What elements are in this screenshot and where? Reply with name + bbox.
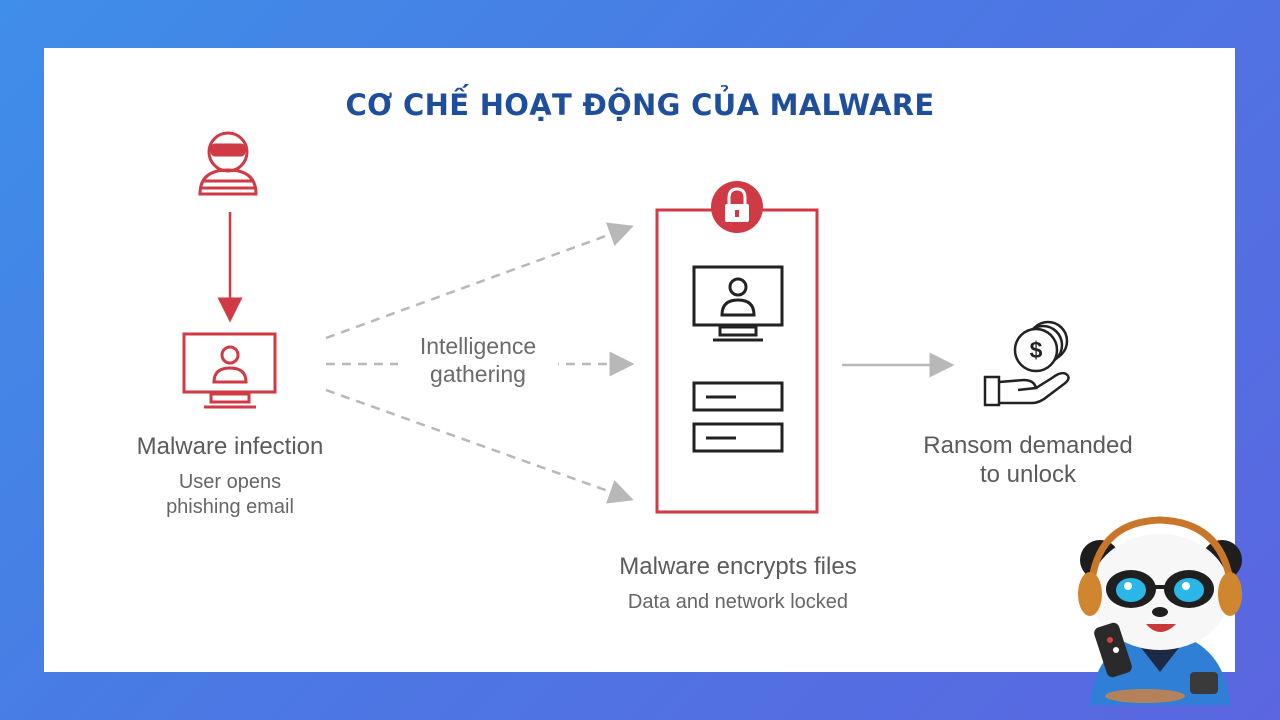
ransom-label-line1: Ransom demanded	[923, 432, 1133, 459]
file-icon	[692, 422, 784, 453]
coins-icon	[1013, 320, 1069, 373]
encrypt-title: Malware encrypts files	[619, 553, 857, 580]
hacker-icon	[198, 131, 258, 196]
infected-computer-icon	[182, 332, 277, 409]
encryption-box	[655, 208, 819, 514]
panda-mascot-icon	[1078, 516, 1242, 705]
infection-subtitle-line2: phishing email	[166, 496, 294, 518]
gathering-label-line1: Intelligence	[398, 332, 558, 360]
hand-icon	[983, 371, 1070, 407]
page-title: CƠ CHẾ HOẠT ĐỘNG CỦA MALWARE	[345, 88, 935, 122]
infection-subtitle-line1: User opens	[178, 471, 282, 493]
dollar-icon: $	[1030, 337, 1043, 363]
encrypt-subtitle: Data and network locked	[627, 591, 849, 613]
ransom-label-line2: to unlock	[979, 461, 1077, 488]
infection-title: Malware infection	[136, 433, 324, 460]
locked-computer-icon	[692, 265, 784, 342]
gathering-label-line2: gathering	[398, 360, 558, 388]
padlock-icon	[711, 181, 763, 233]
file-icon	[692, 381, 784, 412]
